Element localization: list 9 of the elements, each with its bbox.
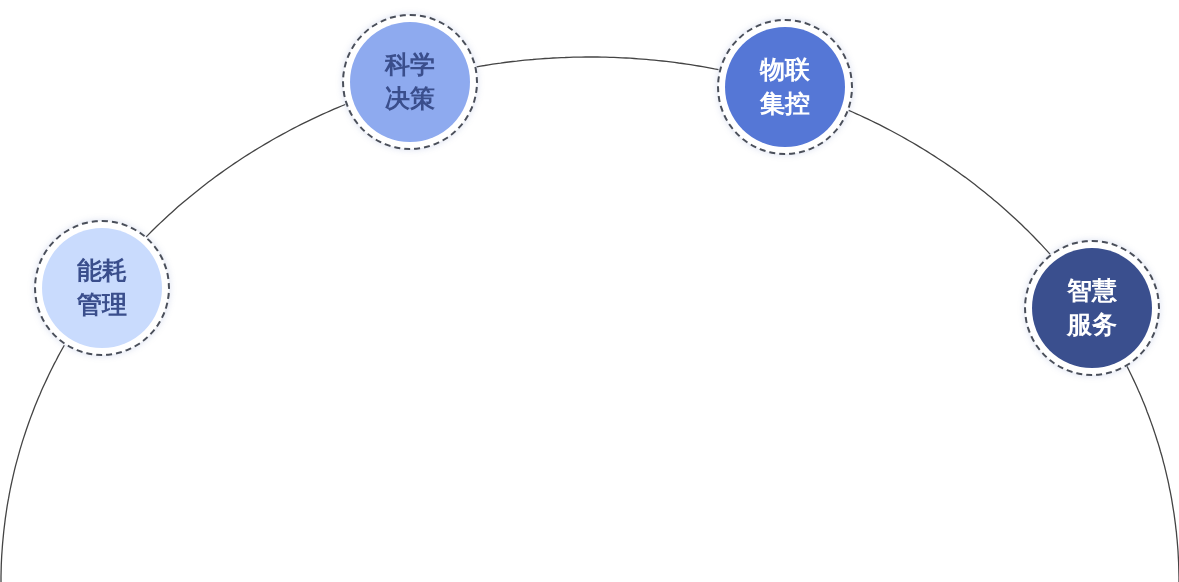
node-label: 科学决策 [383, 49, 436, 116]
arc-connector [145, 103, 346, 238]
arc-connector [848, 109, 1051, 255]
arc-connector [0, 344, 65, 582]
node-label: 智慧服务 [1065, 274, 1119, 341]
node-label: 能耗管理 [75, 255, 128, 322]
arc-connector [1126, 365, 1179, 582]
node-label: 物联集控 [758, 53, 811, 120]
arc-connector [475, 56, 720, 71]
